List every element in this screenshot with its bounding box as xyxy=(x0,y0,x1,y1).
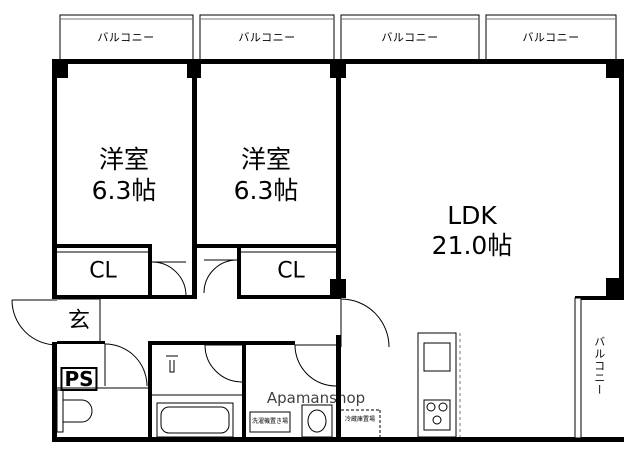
closet-label-2: CL xyxy=(277,258,305,284)
room-ldk-size: 21.0帖 xyxy=(431,230,513,260)
room-western-1-size: 6.3帖 xyxy=(91,175,157,205)
balcony-label-4: バルコニー xyxy=(522,31,580,45)
balcony-label-2: バルコニー xyxy=(238,31,296,45)
entrance-label: 玄 xyxy=(67,308,91,334)
entrance-floor xyxy=(57,298,101,341)
fixtures xyxy=(56,332,461,438)
watermark-logo: Apamanshop xyxy=(266,389,366,407)
closet-label-1: CL xyxy=(89,258,117,284)
room-western-2-size: 6.3帖 xyxy=(233,175,299,205)
ps-label: PS xyxy=(60,367,98,391)
washer-space-label: 洗濯機置き場 xyxy=(251,417,289,425)
balcony-label-1: バルコニー xyxy=(97,31,155,45)
fridge-space-label: 冷蔵庫置場 xyxy=(344,415,376,423)
interior-walls xyxy=(52,59,624,442)
balcony-label-3: バルコニー xyxy=(381,31,439,45)
balcony-label-side: バルコニー xyxy=(592,336,606,396)
room-western-1-name: 洋室 xyxy=(98,144,150,174)
doors xyxy=(11,259,582,439)
room-ldk-name: LDK xyxy=(447,200,497,230)
room-western-2-name: 洋室 xyxy=(240,144,292,174)
